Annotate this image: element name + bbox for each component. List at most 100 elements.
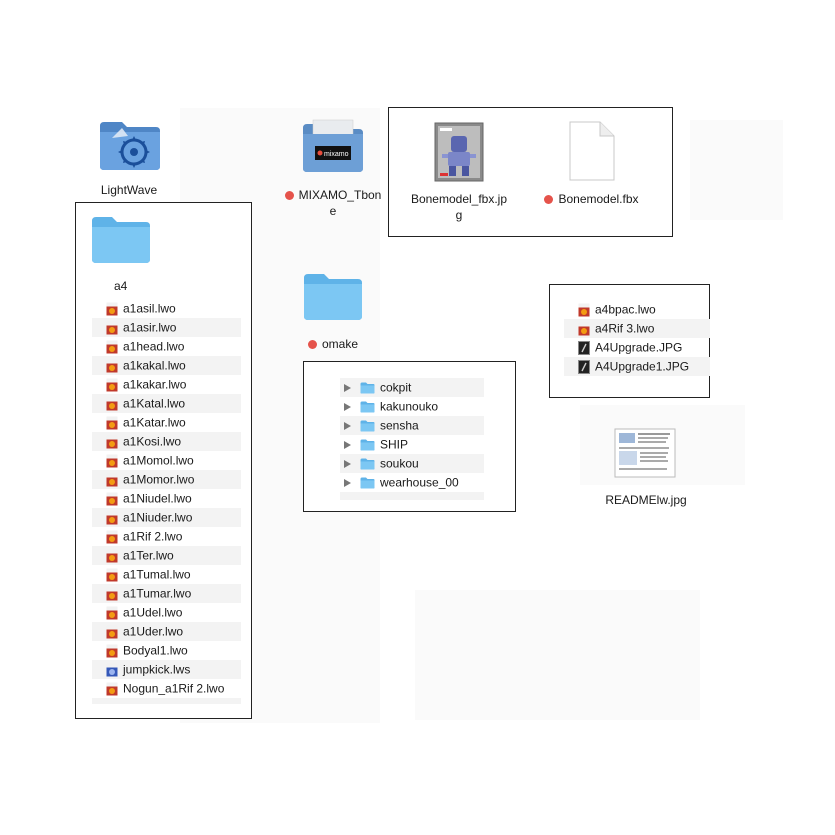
file-row[interactable]: a1Udel.lwo: [92, 603, 241, 622]
file-name: a1asir.lwo: [123, 320, 177, 335]
lws-file-icon: [106, 663, 118, 677]
file-row[interactable]: a1head.lwo: [92, 337, 241, 356]
lwo-file-icon: [106, 378, 118, 392]
file-row[interactable]: a4bpac.lwo: [564, 300, 710, 319]
a4-folder-label: a4: [114, 279, 128, 293]
file-name: a1Uder.lwo: [123, 624, 184, 639]
file-row[interactable]: a4Rif 3.lwo: [564, 319, 710, 338]
file-name: jumpkick.lws: [123, 662, 191, 677]
file-name: A4Upgrade1.JPG: [595, 359, 690, 374]
omake-label: omake: [292, 336, 382, 352]
file-name: a1Katar.lwo: [123, 415, 186, 430]
file-name: a1Ter.lwo: [123, 548, 174, 563]
file-row[interactable]: Bodyal1.lwo: [92, 641, 241, 660]
disclosure-triangle-icon[interactable]: [344, 478, 351, 487]
lwo-file-icon: [106, 568, 118, 582]
lwo-file-icon: [106, 340, 118, 354]
file-row[interactable]: a1Niuder.lwo: [92, 508, 241, 527]
file-row[interactable]: a1asil.lwo: [92, 299, 241, 318]
lwo-file-icon: [106, 625, 118, 639]
lwo-file-icon: [578, 322, 590, 336]
folder-name: kakunouko: [380, 399, 439, 414]
lightwave-label: LightWave: [100, 183, 158, 197]
file-name: a1Niuder.lwo: [123, 510, 193, 525]
lwo-file-icon: [106, 397, 118, 411]
folder-row[interactable]: wearhouse_00: [340, 473, 484, 492]
folder-row[interactable]: SHIP: [340, 435, 484, 454]
disclosure-triangle-icon[interactable]: [344, 383, 351, 392]
folder-icon: [360, 458, 375, 470]
file-name: a1kakal.lwo: [123, 358, 186, 373]
disclosure-triangle-icon[interactable]: [344, 440, 351, 449]
file-name: Nogun_a1Rif 2.lwo: [123, 681, 225, 696]
folder-icon: [304, 274, 362, 320]
folder-name: sensha: [380, 418, 419, 433]
lwo-file-icon: [106, 492, 118, 506]
red-tag-dot: [284, 191, 294, 200]
folder-icon: [360, 382, 375, 394]
readme-label: READMElw.jpg: [605, 493, 687, 507]
lwo-file-icon: [106, 473, 118, 487]
file-row[interactable]: a1Tumal.lwo: [92, 565, 241, 584]
disclosure-triangle-icon[interactable]: [344, 459, 351, 468]
file-name: a4Rif 3.lwo: [595, 321, 655, 336]
folder-row[interactable]: soukou: [340, 454, 484, 473]
bonemodel-fbx-file[interactable]: [567, 120, 617, 182]
lwo-file-icon: [106, 682, 118, 696]
file-row[interactable]: a1Momor.lwo: [92, 470, 241, 489]
readme-jpg-file[interactable]: [614, 428, 678, 480]
omake-folder[interactable]: [302, 272, 366, 324]
file-row[interactable]: a1Katar.lwo: [92, 413, 241, 432]
file-name: a1Rif 2.lwo: [123, 529, 183, 544]
file-name: A4Upgrade.JPG: [595, 340, 683, 355]
folder-row[interactable]: kakunouko: [340, 397, 484, 416]
folder-name: cokpit: [380, 380, 412, 395]
red-tag-dot: [308, 340, 317, 349]
file-row[interactable]: a1kakal.lwo: [92, 356, 241, 375]
lwo-file-icon: [106, 321, 118, 335]
a4-folder[interactable]: [90, 215, 154, 267]
disclosure-triangle-icon[interactable]: [344, 402, 351, 411]
lwo-file-icon: [106, 416, 118, 430]
disclosure-triangle-icon[interactable]: [344, 421, 351, 430]
folder-row[interactable]: cokpit: [340, 378, 484, 397]
file-row[interactable]: Nogun_a1Rif 2.lwo: [92, 679, 241, 698]
bonemodel-jpg-file[interactable]: [433, 122, 485, 184]
lwo-file-icon: [106, 549, 118, 563]
file-name: a1Tumal.lwo: [123, 567, 191, 582]
file-name: a1Niudel.lwo: [123, 491, 192, 506]
file-name: a1kakar.lwo: [123, 377, 187, 392]
lwo-file-icon: [578, 303, 590, 317]
folder-name: wearhouse_00: [380, 475, 459, 490]
folder-row[interactable]: sensha: [340, 416, 484, 435]
file-row[interactable]: a1Tumar.lwo: [92, 584, 241, 603]
file-row[interactable]: a1Niudel.lwo: [92, 489, 241, 508]
file-row[interactable]: a1Uder.lwo: [92, 622, 241, 641]
lwo-file-icon: [106, 435, 118, 449]
lwo-file-icon: [106, 302, 118, 316]
file-row[interactable]: a1Kosi.lwo: [92, 432, 241, 451]
blank-document-icon: [569, 121, 615, 181]
file-name: a1Tumar.lwo: [123, 586, 192, 601]
lightwave-folder-icon: [100, 122, 160, 170]
folder-name: soukou: [380, 456, 419, 471]
file-row[interactable]: jumpkick.lws: [92, 660, 241, 679]
file-row[interactable]: A4Upgrade1.JPG: [564, 357, 710, 376]
file-row[interactable]: a1kakar.lwo: [92, 375, 241, 394]
file-row[interactable]: a1asir.lwo: [92, 318, 241, 337]
file-name: a4bpac.lwo: [595, 302, 656, 317]
file-row[interactable]: a1Momol.lwo: [92, 451, 241, 470]
image-thumbnail-icon: [434, 122, 484, 182]
file-row[interactable]: a1Katal.lwo: [92, 394, 241, 413]
file-row[interactable]: a1Ter.lwo: [92, 546, 241, 565]
file-name: a1Kosi.lwo: [123, 434, 182, 449]
folder-icon: [360, 420, 375, 432]
lwo-file-icon: [106, 454, 118, 468]
mixamo-label: MIXAMO_Tbon e: [278, 187, 388, 219]
file-row[interactable]: A4Upgrade.JPG: [564, 338, 710, 357]
file-row[interactable]: a1Rif 2.lwo: [92, 527, 241, 546]
lightwave-folder[interactable]: [92, 118, 168, 198]
mixamo-folder[interactable]: mixamo: [298, 118, 368, 178]
